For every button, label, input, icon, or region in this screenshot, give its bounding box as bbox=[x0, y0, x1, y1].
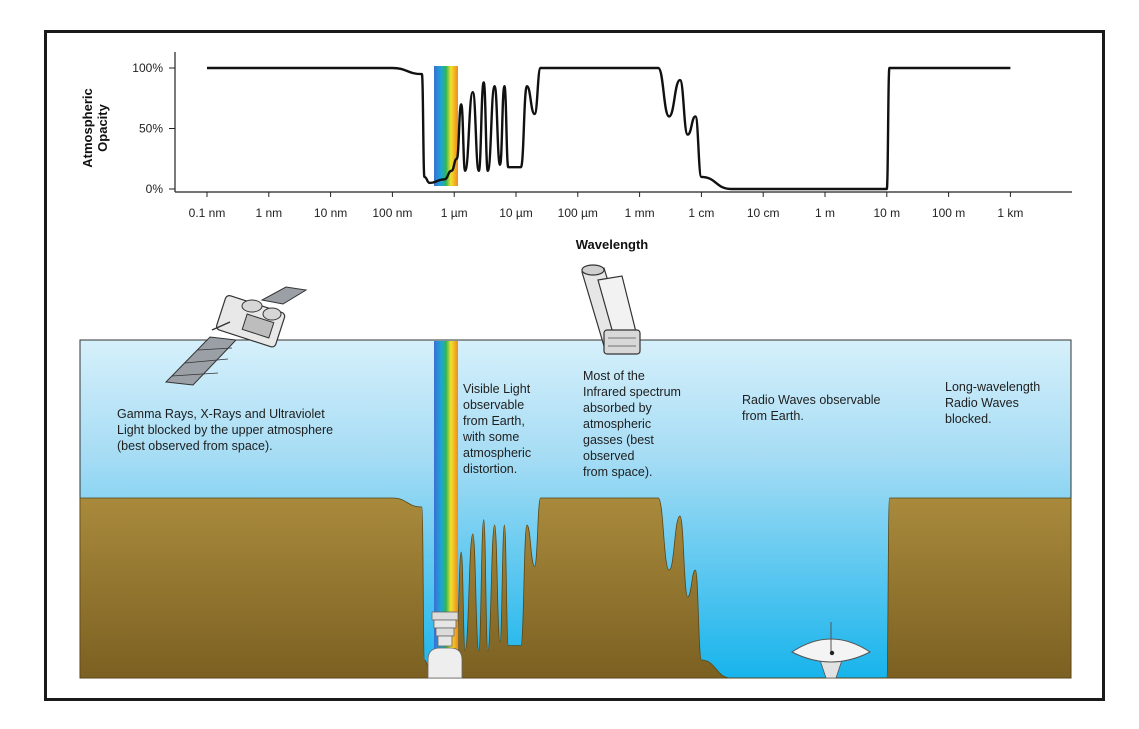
x-tick-label: 100 µm bbox=[558, 206, 598, 220]
y-tick-label: 50% bbox=[139, 122, 163, 136]
ground-silhouette bbox=[79, 497, 1072, 679]
x-tick-label: 1 nm bbox=[255, 206, 282, 220]
atmosphere-illustration bbox=[79, 264, 1072, 679]
observatory-telescope-icon bbox=[427, 611, 463, 679]
note-gamma-rays: Gamma Rays, X-Rays and Ultraviolet Light… bbox=[117, 407, 334, 453]
note-long-wavelength: Long-wavelength Radio Waves blocked. bbox=[945, 380, 1041, 426]
x-tick-label: 10 µm bbox=[499, 206, 533, 220]
opacity-chart: 100% 50% 0% 0.1 nm 1 nm 10 nm 100 nm 1 µm 10 µm… bbox=[80, 52, 1072, 252]
y-tick-label: 100% bbox=[132, 61, 163, 75]
x-tick-label: 10 nm bbox=[314, 206, 347, 220]
x-tick-label: 1 cm bbox=[688, 206, 714, 220]
note-infrared: Most of the Infrared spectrum absorbed b… bbox=[583, 369, 681, 479]
note-visible-light: Visible Light observable from Earth, wit… bbox=[463, 382, 532, 476]
y-axis-label-line1: Atmospheric bbox=[80, 88, 95, 167]
x-tick-label: 1 mm bbox=[625, 206, 655, 220]
x-tick-label: 1 µm bbox=[441, 206, 468, 220]
x-tick-label: 10 cm bbox=[747, 206, 780, 220]
x-tick-label: 0.1 nm bbox=[189, 206, 226, 220]
opacity-curve bbox=[207, 66, 1011, 191]
note-radio-waves: Radio Waves observable from Earth. bbox=[742, 393, 881, 423]
space-telescope-icon bbox=[581, 264, 641, 355]
x-tick-label: 100 nm bbox=[372, 206, 412, 220]
x-tick-label: 1 m bbox=[815, 206, 835, 220]
x-tick-label: 100 m bbox=[932, 206, 965, 220]
x-axis-label: Wavelength bbox=[576, 237, 649, 252]
y-tick-label: 0% bbox=[146, 182, 164, 196]
x-tick-label: 1 km bbox=[997, 206, 1023, 220]
y-axis-label-line2: Opacity bbox=[95, 103, 110, 151]
radio-dish-icon bbox=[791, 622, 871, 679]
satellite-icon bbox=[164, 286, 308, 386]
x-tick-label: 10 m bbox=[873, 206, 900, 220]
